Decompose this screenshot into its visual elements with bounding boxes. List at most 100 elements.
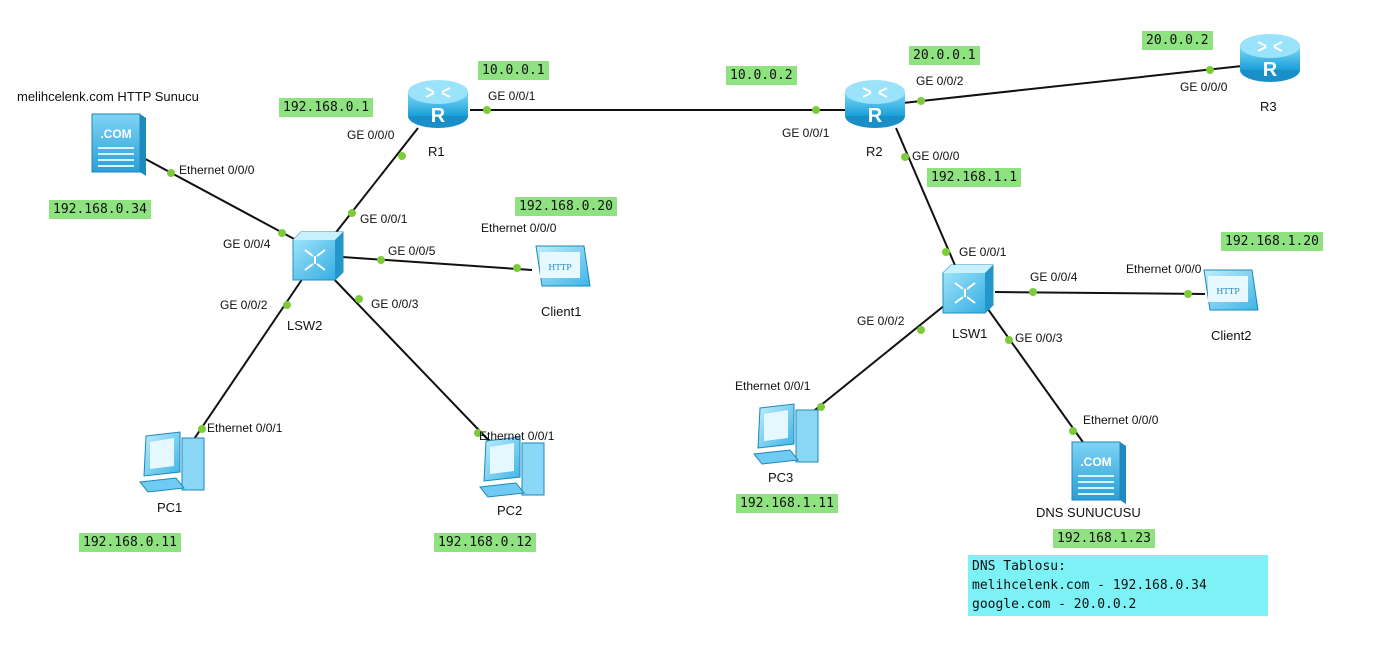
http-client-icon[interactable]: HTTP [1203, 269, 1259, 311]
ip-label-dns-server: 192.168.1.23 [1053, 529, 1155, 548]
port-label: Ethernet 0/0/0 [481, 221, 557, 235]
svg-text:HTTP: HTTP [548, 263, 572, 272]
link-lsw1-client2 [994, 291, 1206, 295]
device-label-lsw2: LSW2 [287, 318, 323, 333]
switch-icon[interactable] [942, 264, 994, 314]
server-badge: .COM [100, 127, 131, 141]
device-label-lsw1: LSW1 [952, 326, 988, 341]
port-dot [901, 153, 909, 161]
pc-icon[interactable] [139, 431, 205, 493]
port-dot [483, 106, 491, 114]
port-dot [1005, 336, 1013, 344]
link-http-lsw2 [137, 154, 297, 241]
ip-label-r2-ge002: 20.0.0.1 [909, 46, 980, 65]
svg-text:R: R [1263, 59, 1278, 81]
router-icon[interactable]: R [845, 80, 905, 128]
server-icon[interactable]: .COM [1071, 441, 1126, 504]
port-dot [1029, 288, 1037, 296]
router-icon[interactable]: R [408, 80, 468, 128]
link-r1-lsw2 [329, 127, 419, 241]
port-dot [817, 403, 825, 411]
ip-label-pc2: 192.168.0.12 [434, 533, 536, 552]
svg-text:R: R [868, 105, 883, 127]
device-label-r2: R2 [866, 144, 883, 159]
ip-label-pc3: 192.168.1.11 [736, 494, 838, 513]
port-dot [474, 429, 482, 437]
device-label-client1: Client1 [541, 304, 582, 319]
port-label: Ethernet 0/0/0 [1126, 262, 1202, 276]
svg-text:R: R [431, 105, 446, 127]
pc-icon[interactable] [479, 436, 545, 498]
port-dot [812, 106, 820, 114]
port-dot [1184, 290, 1192, 298]
port-dot [348, 209, 356, 217]
device-label-pc2: PC2 [497, 503, 523, 518]
port-label: Ethernet 0/0/1 [479, 429, 555, 443]
port-label: Ethernet 0/0/1 [735, 379, 811, 393]
link-lsw2-client1 [341, 256, 533, 271]
port-label: GE 0/0/3 [371, 297, 419, 311]
port-label: GE 0/0/3 [1015, 331, 1063, 345]
device-label-dns-server: DNS SUNUCUSU [1036, 505, 1141, 520]
device-label-r3: R3 [1260, 99, 1277, 114]
device-label-pc3: PC3 [768, 470, 794, 485]
link-lsw1-dns [984, 304, 1086, 446]
port-label: GE 0/0/1 [360, 212, 408, 226]
ip-label-http-server: 192.168.0.34 [49, 200, 151, 219]
dns-table-row: google.com - 20.0.0.2 [972, 597, 1137, 612]
port-dot [398, 152, 406, 160]
device-label-client2: Client2 [1211, 328, 1252, 343]
port-label: GE 0/0/0 [912, 149, 960, 163]
port-dot [377, 256, 385, 264]
dns-table-row: melihcelenk.com - 192.168.0.34 [972, 578, 1207, 593]
port-dot [355, 295, 363, 303]
ip-label-client2: 192.168.1.20 [1221, 232, 1323, 251]
dns-table-note: DNS Tablosu: melihcelenk.com - 192.168.0… [968, 555, 1268, 616]
device-label-r1: R1 [428, 144, 445, 159]
server-badge: .COM [1080, 455, 1111, 469]
dns-table-title: DNS Tablosu: [972, 559, 1066, 574]
port-label: Ethernet 0/0/0 [1083, 413, 1159, 427]
ip-label-r3: 20.0.0.2 [1142, 31, 1213, 50]
port-dot [1206, 66, 1214, 74]
ip-label-r1-ge001: 10.0.0.1 [478, 61, 549, 80]
port-dot [278, 229, 286, 237]
port-label: GE 0/0/4 [1030, 270, 1078, 284]
port-label: GE 0/0/5 [388, 244, 436, 258]
port-dot [167, 169, 175, 177]
port-label: Ethernet 0/0/0 [179, 163, 255, 177]
port-label: GE 0/0/1 [488, 89, 536, 103]
ip-label-pc1: 192.168.0.11 [79, 533, 181, 552]
device-label-http-server: melihcelenk.com HTTP Sunucu [17, 89, 199, 104]
port-dot [917, 326, 925, 334]
link-lsw2-pc2 [329, 274, 499, 451]
link-r2-r3 [902, 65, 1243, 104]
switch-icon[interactable] [292, 231, 344, 281]
device-label-pc1: PC1 [157, 500, 183, 515]
port-label: GE 0/0/0 [347, 128, 395, 142]
ip-label-r2-ge001: 10.0.0.2 [726, 66, 797, 85]
ip-label-r2-ge000: 192.168.1.1 [927, 168, 1022, 187]
port-dot [513, 264, 521, 272]
port-dot [198, 425, 206, 433]
port-label: GE 0/0/1 [959, 245, 1007, 259]
link-lsw1-pc3 [804, 304, 946, 419]
port-label: GE 0/0/2 [857, 314, 905, 328]
ip-label-r1-ge000: 192.168.0.1 [279, 98, 374, 117]
port-dot [942, 248, 950, 256]
router-icon[interactable]: R [1240, 34, 1300, 82]
port-dot [917, 97, 925, 105]
port-label: Ethernet 0/0/1 [207, 421, 283, 435]
port-label: GE 0/0/0 [1180, 80, 1228, 94]
port-label: GE 0/0/4 [223, 237, 271, 251]
port-dot [1069, 427, 1077, 435]
http-client-icon[interactable]: HTTP [535, 245, 591, 287]
port-label: GE 0/0/2 [916, 74, 964, 88]
port-label: GE 0/0/1 [782, 126, 830, 140]
ip-label-client1: 192.168.0.20 [515, 197, 617, 216]
port-dot [283, 301, 291, 309]
server-icon[interactable]: .COM [91, 113, 146, 176]
link-r2-lsw1 [895, 127, 958, 271]
pc-icon[interactable] [753, 403, 819, 465]
